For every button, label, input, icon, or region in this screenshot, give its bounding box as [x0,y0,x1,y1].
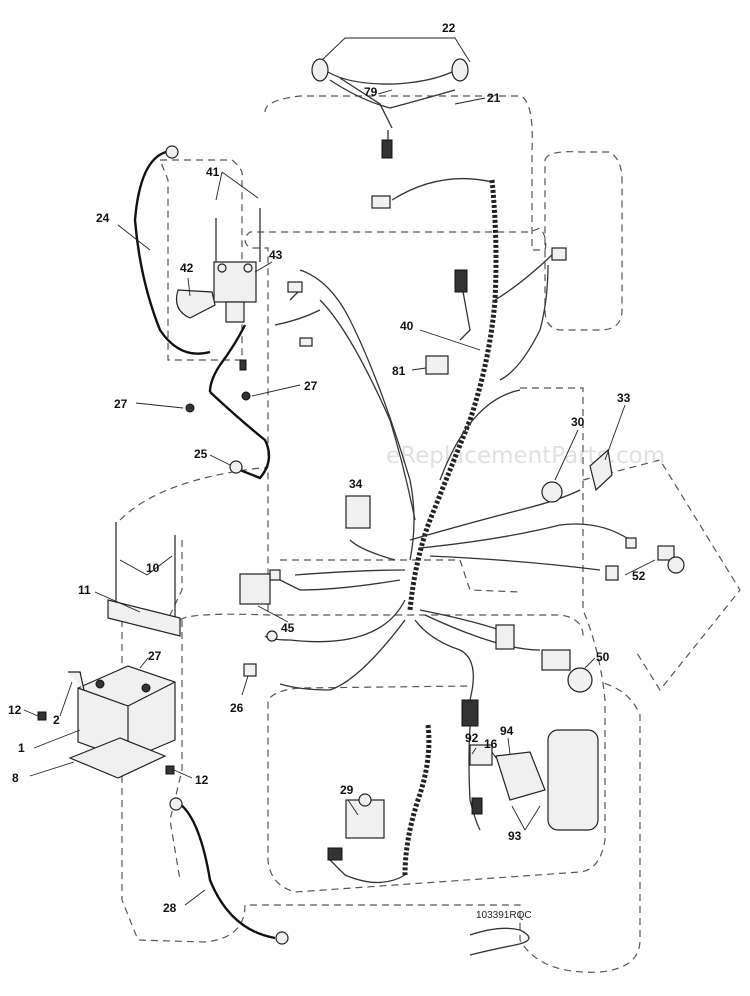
switch-92 [469,744,493,766]
callout-29: 29 [340,783,354,797]
callout-34: 34 [349,477,363,491]
tray-8 [68,737,167,779]
callout-50: 50 [596,650,610,664]
headlight-assembly [311,37,471,159]
callout-10: 10 [146,561,160,575]
nut-12-right [165,765,175,775]
callout-leaders [23,89,656,906]
switch-33 [589,448,613,492]
connector-52-side [605,565,619,581]
callout-27-mid: 27 [304,379,318,393]
connector-29-plug [327,847,343,861]
connector-16-plug [471,797,483,815]
drawing-code: 103391RQC [476,910,532,921]
nut-27-right [241,391,251,401]
callout-12-right: 12 [195,773,209,787]
callout-2: 2 [53,713,60,727]
light-52 [657,545,675,561]
callout-41: 41 [206,165,220,179]
connector-33-side [625,537,637,549]
callout-42: 42 [180,261,194,275]
pedal-area [547,729,599,831]
watermark-text: eReplacementParts.com [386,443,665,469]
relay-81 [425,355,449,375]
lower-harness [327,699,483,884]
callout-52: 52 [632,569,646,583]
ring-terminal-24 [165,145,179,159]
callout-33: 33 [617,391,631,405]
connector-92-plug [461,699,479,727]
callout-92: 92 [465,731,479,745]
connector-top [371,195,391,209]
ring-terminal-28-bottom [275,931,289,945]
callout-26: 26 [230,701,244,715]
module-45 [239,573,271,605]
ring-terminal-45 [266,630,278,642]
hold-down-11 [107,599,181,637]
terminal-26 [243,663,257,677]
ring-terminal-28-top [169,797,183,811]
callout-40: 40 [400,319,414,333]
callout-16: 16 [484,737,498,751]
headlight-connector [381,139,393,159]
callout-25: 25 [194,447,208,461]
callout-45: 45 [281,621,295,635]
headlight-right [451,58,469,82]
connector-mid [454,269,468,293]
ring-terminal-25 [229,460,243,474]
connector-right [551,247,567,261]
connector-left-mid [299,337,313,347]
callout-21: 21 [487,91,501,105]
bolt-2 [68,671,85,691]
callout-93: 93 [508,829,522,843]
battery-group [37,522,289,945]
connector-45-side [269,569,281,581]
callout-24: 24 [96,211,110,225]
callout-11: 11 [78,583,91,597]
connector-left-top [287,281,303,293]
switch-34 [345,495,371,529]
callout-79: 79 [364,85,378,99]
callout-8: 8 [12,771,19,785]
boot-42 [175,289,216,319]
starter-solenoid-group [133,145,271,480]
callout-43: 43 [269,248,283,262]
cable-25 [209,391,271,480]
callout-27-left: 27 [114,397,128,411]
cable-25-upper [208,324,247,393]
callout-12-left: 12 [8,703,22,717]
drawing-code-signature [469,927,530,956]
key-switch-30 [541,481,563,503]
callout-1: 1 [18,741,25,755]
callout-labels: 22 79 21 41 24 43 42 40 81 27 27 33 30 2… [8,21,646,921]
connector-multi [495,624,515,650]
bracket-94 [495,751,546,801]
switch-50-body [541,649,571,671]
nut-27-left [185,403,195,413]
switch-group [345,355,685,839]
callout-22: 22 [442,21,456,35]
headlight-left [311,58,329,82]
callout-27-battery: 27 [148,649,162,663]
tractor-outline [119,95,741,973]
callout-81: 81 [392,364,406,378]
callout-94: 94 [500,724,514,738]
cable-24 [133,150,211,355]
switch-50-knob [567,667,593,693]
cable-28 [179,803,276,940]
callout-30: 30 [571,415,585,429]
callout-28: 28 [163,901,177,915]
nut-12-left [37,711,47,721]
main-harness [264,177,637,701]
